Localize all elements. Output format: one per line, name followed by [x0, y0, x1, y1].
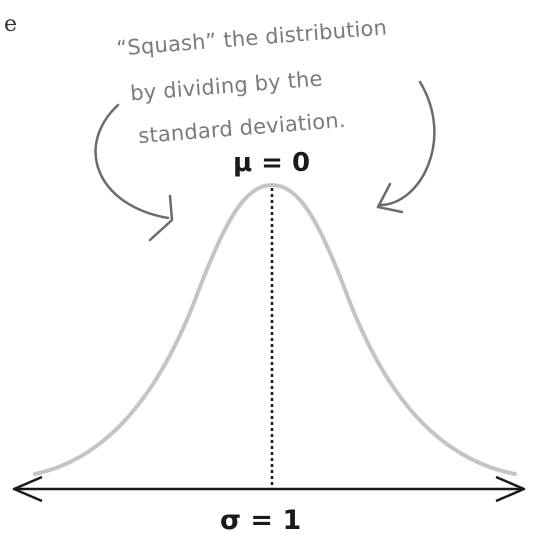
mean-label: μ = 0	[233, 148, 311, 178]
text-fragment: e	[4, 12, 18, 37]
double-headed-arrow-icon	[12, 475, 526, 503]
curved-arrow-right-icon	[376, 80, 436, 214]
bell-curve	[33, 182, 517, 476]
curved-arrow-left-icon	[94, 103, 174, 242]
standard-deviation-label: σ = 1	[220, 505, 302, 536]
